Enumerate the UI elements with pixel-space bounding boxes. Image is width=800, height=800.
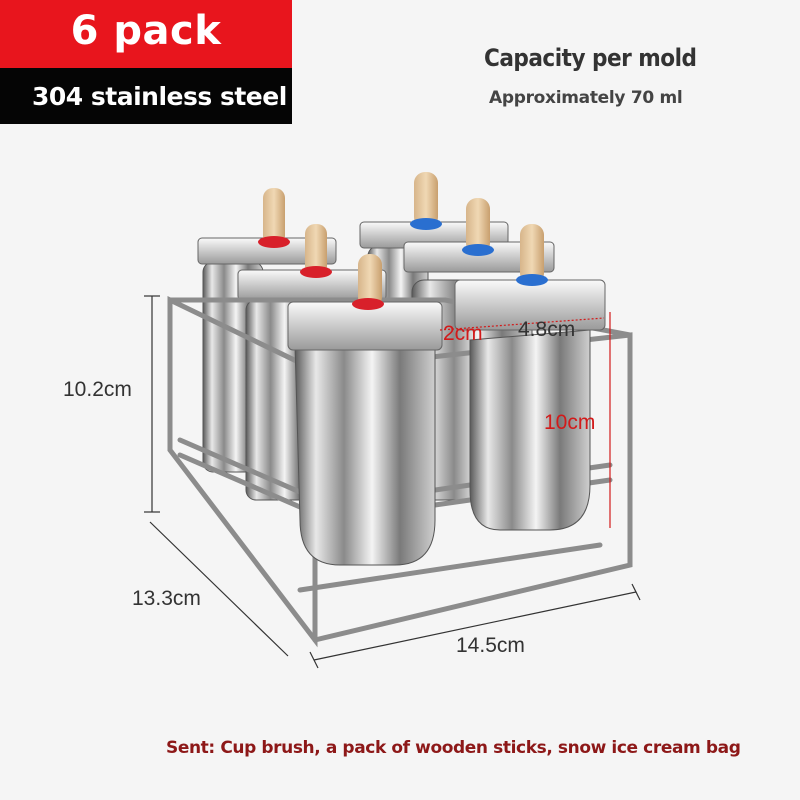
- capacity-value: Approximately 70 ml: [489, 88, 683, 108]
- mold-depth-label: 2cm: [443, 322, 483, 345]
- mold-width-label: 4.8cm: [518, 318, 576, 341]
- contents-note: Sent: Cup brush, a pack of wooden sticks…: [166, 738, 741, 758]
- depth-label: 13.3cm: [132, 587, 201, 610]
- capacity-title: Capacity per mold: [484, 44, 697, 72]
- width-label: 14.5cm: [456, 634, 525, 657]
- red-dimension-lines: [439, 312, 611, 528]
- pack-count-label: 6 pack: [70, 8, 222, 54]
- material-label: 304 stainless steel: [32, 82, 287, 111]
- dimension-lines: [144, 295, 641, 669]
- banner-black-strip: [0, 68, 292, 124]
- banner-red-strip: [0, 0, 292, 68]
- height-total-label: 10.2cm: [63, 378, 132, 401]
- wooden-sticks: [258, 172, 548, 310]
- mold-height-label: 10cm: [544, 411, 596, 434]
- promo-banner: 6 pack 304 stainless steel: [0, 0, 292, 124]
- mold-front-right: [454, 279, 606, 531]
- mold-front-left: [287, 301, 443, 566]
